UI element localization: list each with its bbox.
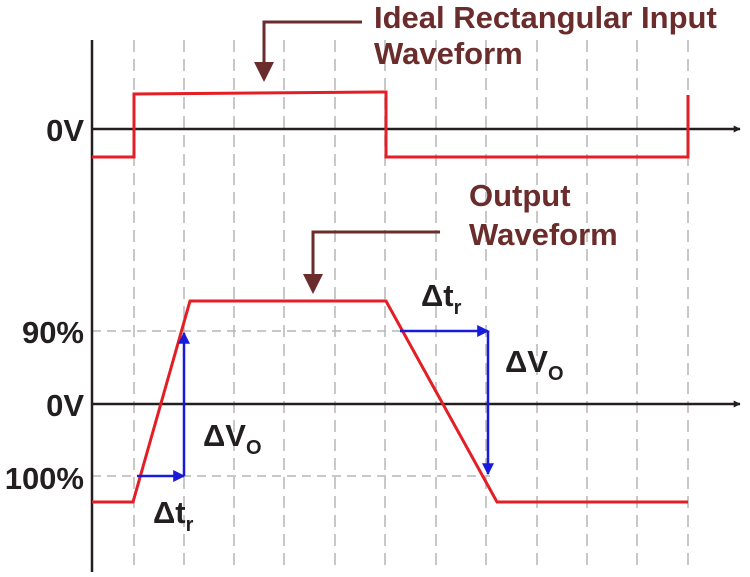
vertical-grid [133, 40, 689, 572]
rise-delta-t-label: Δtr [153, 495, 194, 536]
rise-delta-v-label: ΔVO [203, 418, 262, 459]
output-title-line2: Waveform [469, 217, 618, 252]
input-zero-label: 0V [46, 113, 84, 148]
input-title-line1: Ideal Rectangular Input [374, 0, 717, 35]
measurement-arrows [137, 325, 494, 482]
input-callout-arrow [254, 20, 362, 82]
input-title-line2: Waveform [374, 36, 523, 71]
output-zero-label: 0V [46, 388, 84, 423]
axes [90, 40, 741, 572]
output-callout-arrow [303, 230, 440, 294]
hundred-percent-label: 100% [5, 461, 84, 496]
ninety-percent-label: 90% [22, 315, 84, 350]
output-title-line1: Output [469, 178, 571, 213]
output-waveform [92, 299, 688, 504]
fall-delta-v-label: ΔVO [505, 344, 564, 385]
input-waveform [92, 90, 690, 159]
fall-delta-t-label: Δtr [421, 278, 462, 319]
